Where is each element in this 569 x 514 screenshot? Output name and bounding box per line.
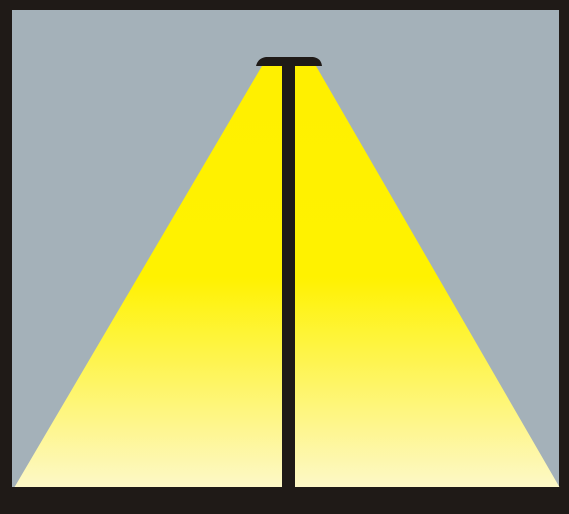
lamp-pole (282, 62, 295, 492)
ground (0, 487, 569, 514)
